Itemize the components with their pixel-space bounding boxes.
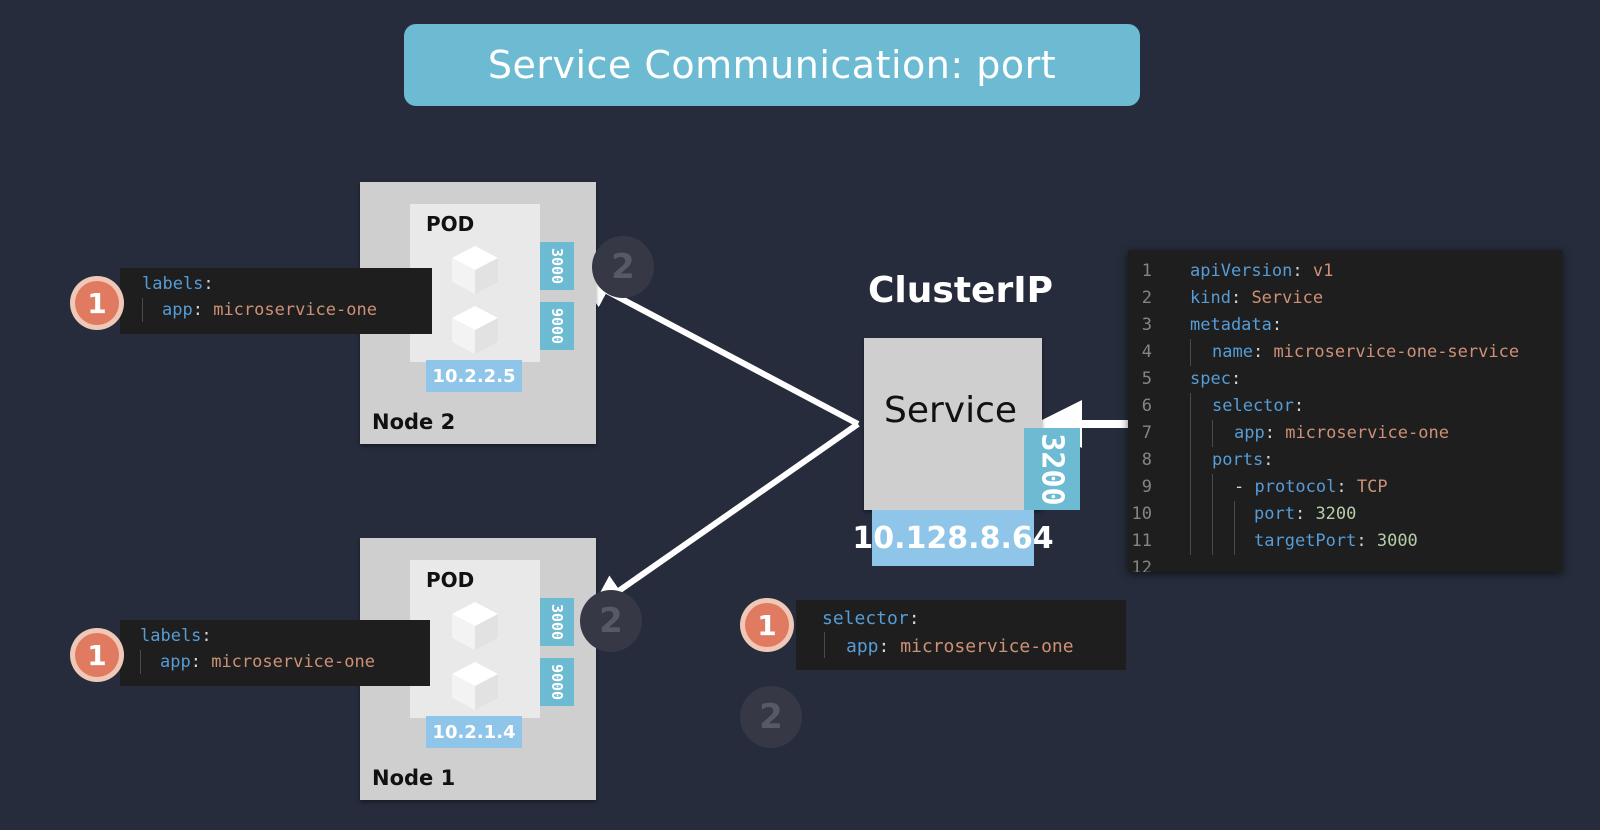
- labels-code-box: labels: app: microservice-one: [120, 268, 432, 334]
- selector-code-box: selector: app: microservice-one: [796, 600, 1126, 670]
- node-label: Node 1: [372, 766, 456, 790]
- service-port-tag: 3200: [1024, 428, 1080, 510]
- container-icon: [452, 602, 498, 650]
- step-badge-1: 1: [70, 628, 124, 682]
- pod: POD: [410, 560, 540, 718]
- node-label: Node 2: [372, 410, 456, 434]
- container-icon: [452, 306, 498, 354]
- step-badge-2: 2: [592, 236, 654, 298]
- service-type-label: ClusterIP: [868, 270, 1053, 311]
- pod-label: POD: [426, 212, 475, 236]
- step-badge-2: 2: [740, 686, 802, 748]
- step-badge-2: 2: [580, 590, 642, 652]
- pod-ip: 10.2.1.4: [426, 716, 522, 748]
- container-icon: [452, 246, 498, 294]
- arrow-service-to-node2: [575, 274, 860, 427]
- pod-ip: 10.2.2.5: [426, 360, 522, 392]
- service-name: Service: [884, 390, 1018, 431]
- step-badge-1: 1: [70, 276, 124, 330]
- page-title: Service Communication: port: [404, 24, 1140, 106]
- step-badge-1: 1: [740, 598, 794, 652]
- container-icon: [452, 662, 498, 710]
- pod-label: POD: [426, 568, 475, 592]
- pod-port-tag: 9000: [540, 658, 574, 706]
- pod-port-tag: 3000: [540, 598, 574, 646]
- service-box: Service: [864, 338, 1042, 510]
- arrow-service-to-node1: [590, 421, 860, 611]
- service-ip: 10.128.8.64: [852, 510, 1054, 566]
- pod-port-tag: 3000: [540, 242, 574, 290]
- pod-port-tag: 9000: [540, 302, 574, 350]
- labels-code-box: labels: app: microservice-one: [120, 620, 430, 686]
